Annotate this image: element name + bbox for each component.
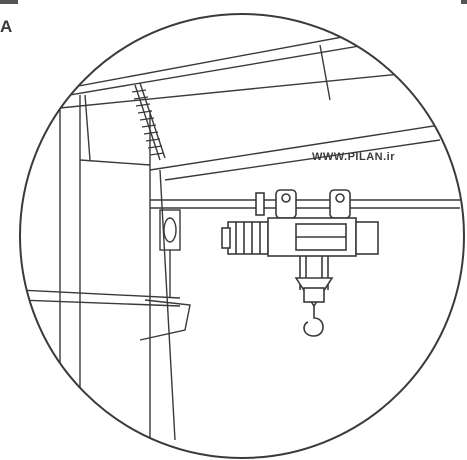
corner-mark-right bbox=[461, 0, 467, 4]
figure-corner-label: A bbox=[0, 17, 13, 36]
watermark-text: WWW.PILAN.ir bbox=[312, 151, 395, 163]
electric-hoist bbox=[221, 189, 379, 337]
corner-mark-left bbox=[0, 0, 18, 4]
detail-circle bbox=[19, 13, 465, 459]
